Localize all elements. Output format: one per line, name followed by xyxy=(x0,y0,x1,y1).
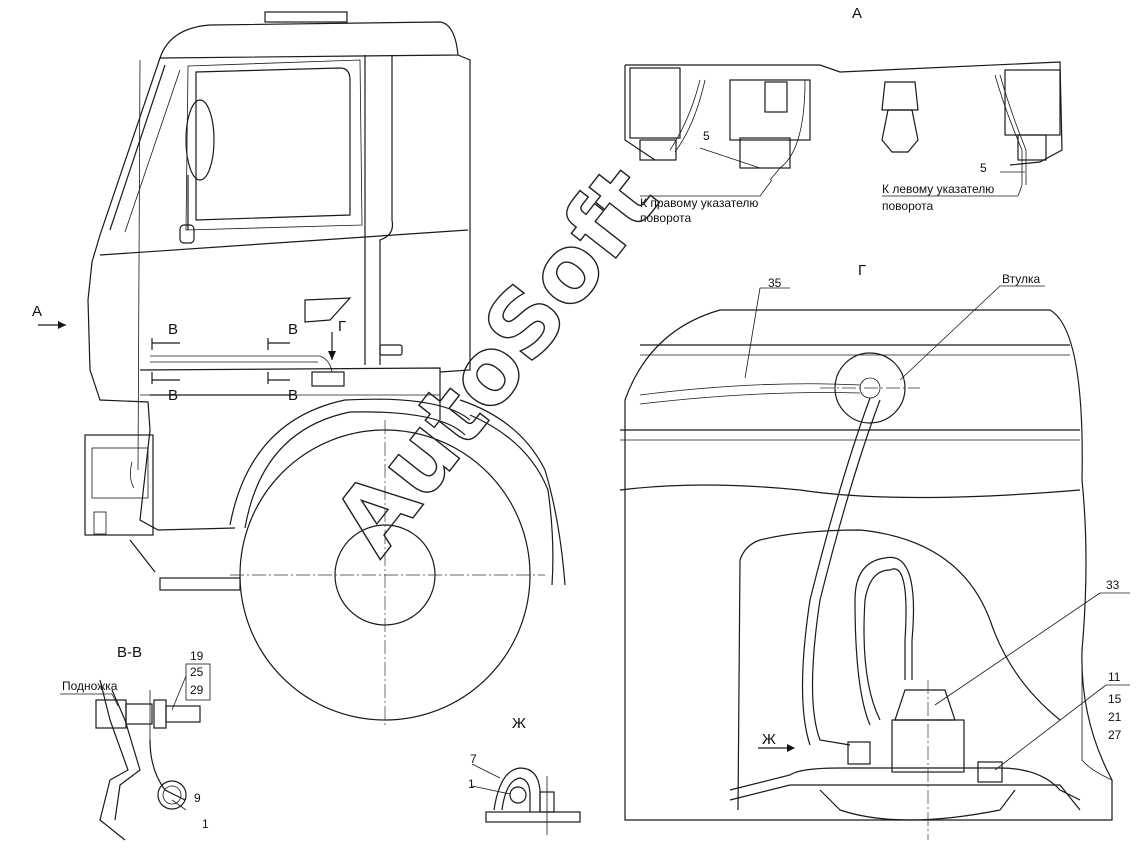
section-vv-pos-9: 9 xyxy=(194,791,201,805)
view-g-pos-35: 35 xyxy=(768,276,782,290)
section-vv-pos-1: 1 xyxy=(202,817,209,831)
section-v-label: В xyxy=(168,321,178,338)
view-g-pos-15: 15 xyxy=(1108,692,1122,706)
section-vv-step: Подножка xyxy=(62,679,118,693)
view-a-left-note-line1: К левому указателю xyxy=(882,182,994,196)
view-a-pos-right: 5 xyxy=(980,161,987,175)
view-zh-marker: Ж xyxy=(762,731,776,748)
view-g-marker: Г xyxy=(338,318,346,335)
view-zh-title: Ж xyxy=(512,715,526,732)
view-g-pos-33: 33 xyxy=(1106,578,1120,592)
section-vv-title: В-В xyxy=(117,644,142,661)
section-vv-pos-29: 29 xyxy=(190,683,204,697)
view-zh-pos-1: 1 xyxy=(468,777,475,791)
view-a-right-note-line1: К правому указателю xyxy=(640,196,758,210)
section-vv-drawing xyxy=(60,663,211,841)
section-vv-pos-25: 25 xyxy=(190,665,204,679)
cab-side-view xyxy=(38,11,566,725)
view-g-pos-21: 21 xyxy=(1108,710,1122,724)
section-vv-pos-19: 19 xyxy=(190,649,204,663)
view-a-drawing xyxy=(624,61,1063,197)
view-zh-pos-7: 7 xyxy=(470,752,477,766)
view-g-title: Г xyxy=(858,262,866,279)
view-g-pos-27: 27 xyxy=(1108,728,1122,742)
view-zh-drawing xyxy=(471,763,581,835)
section-v-label: В xyxy=(288,321,298,338)
view-a-title: А xyxy=(852,5,862,22)
view-g-pos-11: 11 xyxy=(1108,670,1121,684)
view-a-pos-left: 5 xyxy=(703,129,710,143)
section-v-label: В xyxy=(288,387,298,404)
view-g-drawing xyxy=(619,285,1130,840)
watermark: AutoSoft xyxy=(313,147,679,573)
section-v-label: В xyxy=(168,387,178,404)
view-a-right-note-line2: поворота xyxy=(640,211,692,225)
view-g-bushing: Втулка xyxy=(1002,272,1040,286)
view-a-marker: А xyxy=(32,303,42,320)
view-a-left-note-line2: поворота xyxy=(882,199,934,213)
